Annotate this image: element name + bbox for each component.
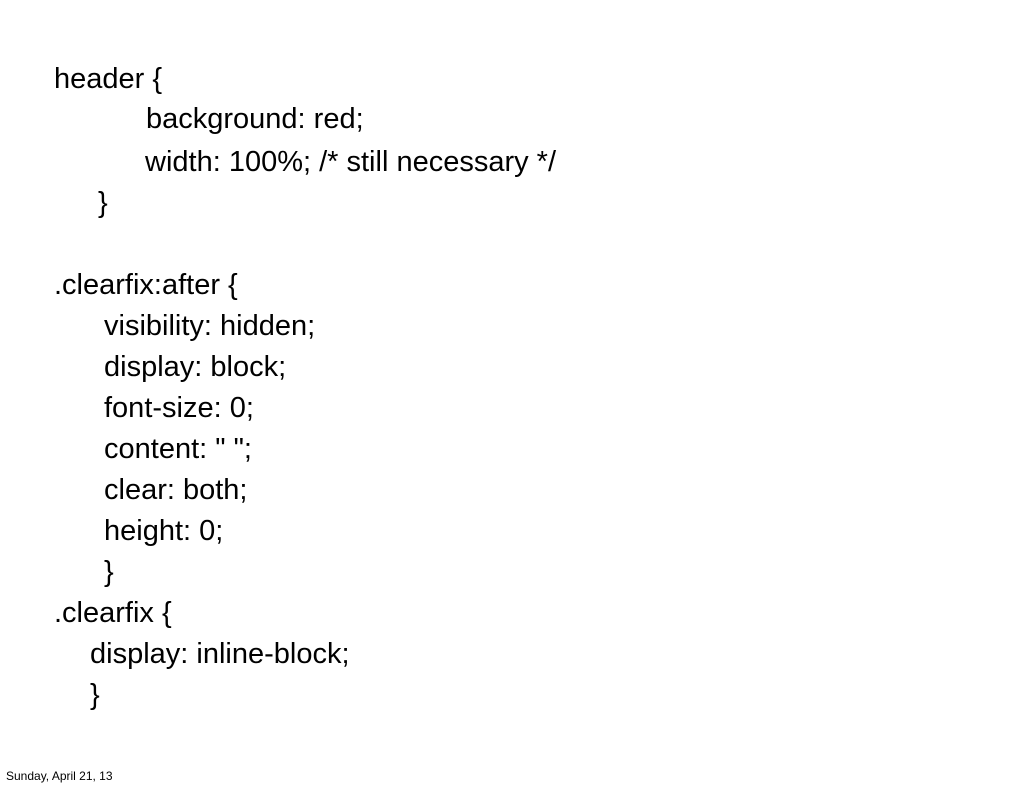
code-line-13: .clearfix { (54, 597, 172, 629)
code-line-9: content: " "; (104, 433, 252, 465)
code-line-5: .clearfix:after { (54, 269, 238, 301)
code-line-15: } (90, 679, 100, 711)
code-line-4: } (98, 187, 108, 219)
code-line-7: display: block; (104, 351, 287, 383)
code-line-11: height: 0; (104, 515, 224, 547)
code-line-8: font-size: 0; (104, 392, 254, 424)
code-line-12: } (104, 556, 114, 588)
code-line-6: visibility: hidden; (104, 310, 316, 342)
code-line-3: width: 100%; /* still necessary */ (145, 146, 557, 178)
code-line-10: clear: both; (104, 474, 248, 506)
code-line-2: background: red; (146, 103, 364, 135)
code-line-14: display: inline-block; (90, 638, 350, 670)
code-line-1: header { (54, 63, 163, 95)
footer-date: Sunday, April 21, 13 (6, 769, 113, 783)
